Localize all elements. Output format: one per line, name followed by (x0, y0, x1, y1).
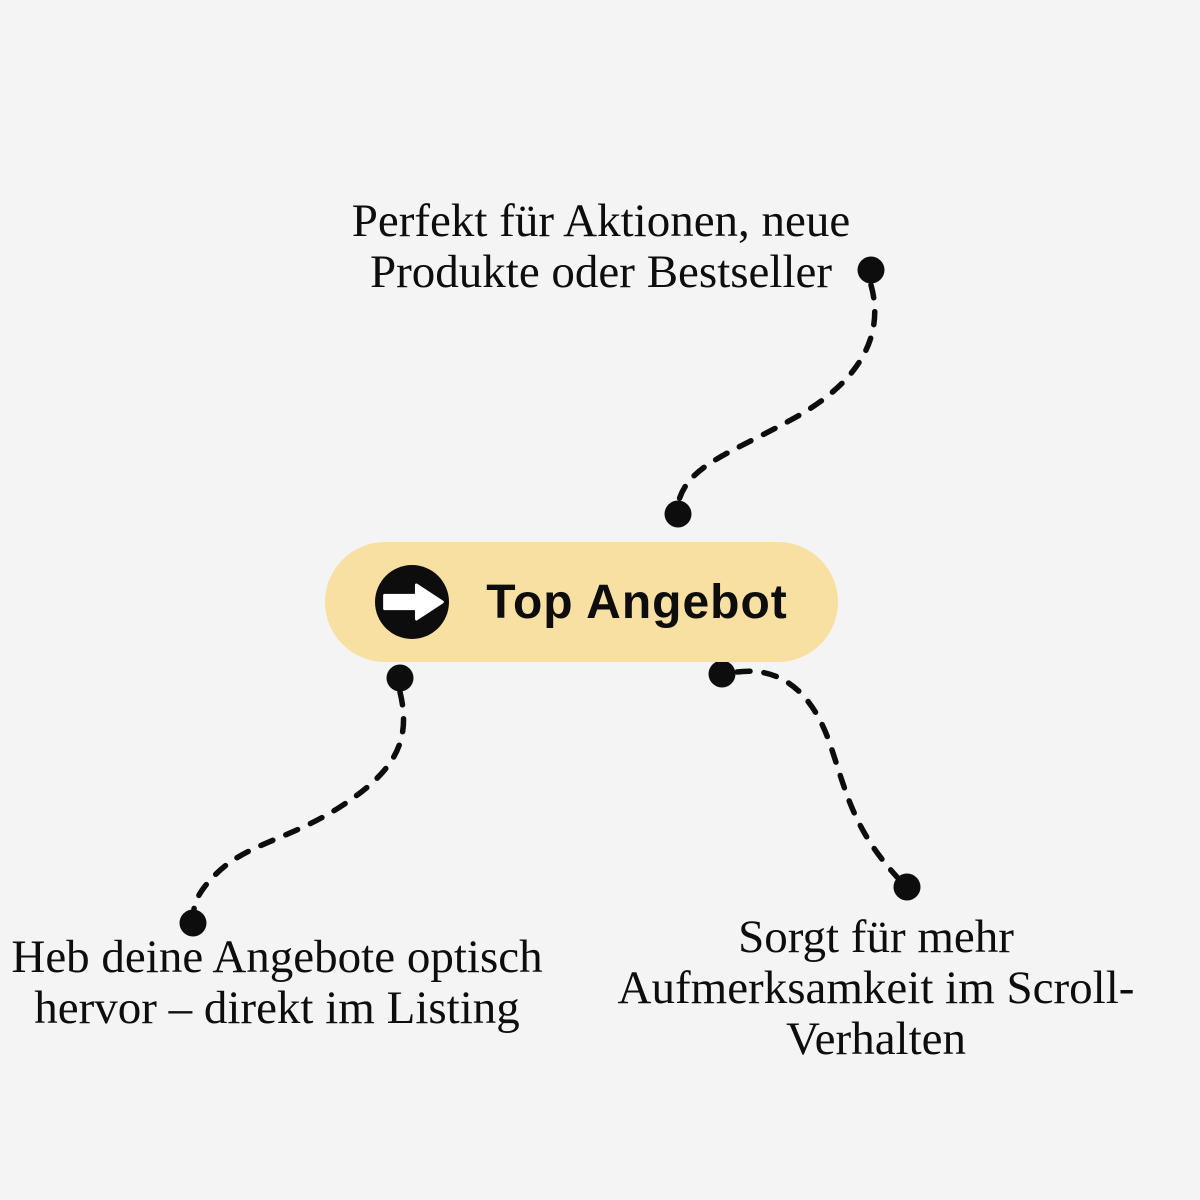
connector-bottom-right (708, 660, 921, 901)
connector-dot (664, 500, 692, 528)
annotation-line: Perfekt für Aktionen, neue (351, 195, 851, 247)
annotation-line: Sorgt für mehr (738, 911, 1014, 963)
annotation-line: Aufmerksamkeit im Scroll- (617, 961, 1135, 1014)
annotation-line: hervor – direkt im Listing (34, 981, 520, 1034)
connector-curve-bottom-right (734, 668, 900, 880)
annotation-bottom-left: Heb deine Angebote optisch hervor – dire… (0, 932, 557, 1034)
top-angebot-badge[interactable]: Top Angebot (325, 542, 838, 662)
connector-dot (893, 873, 921, 901)
connector-curve-bottom-left (191, 689, 407, 912)
connector-curve-top (676, 282, 878, 503)
annotation-line: Heb deine Angebote optisch (11, 931, 543, 983)
connector-bottom-left (179, 664, 414, 937)
connector-dot (386, 664, 414, 692)
annotation-top: Perfekt für Aktionen, neue Produkte oder… (271, 196, 931, 298)
connector-dot (708, 660, 736, 688)
annotation-line: Produkte oder Bestseller (369, 245, 833, 298)
badge-label: Top Angebot (486, 575, 788, 629)
arrow-right-circle-icon (375, 565, 450, 639)
annotation-line: Verhalten (785, 1012, 967, 1065)
annotation-bottom-right: Sorgt für mehr Aufmerksamkeit im Scroll-… (596, 912, 1156, 1064)
